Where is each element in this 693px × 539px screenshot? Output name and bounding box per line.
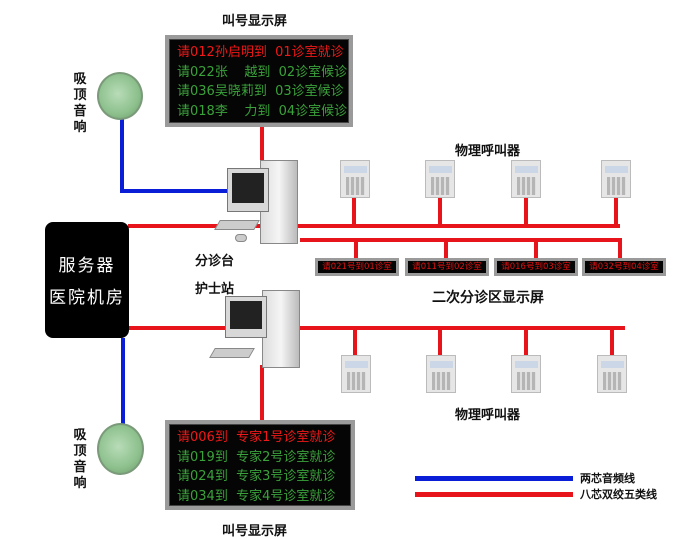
server-label: 服务器 [58, 256, 116, 276]
display-row: 请036吴晓莉到 03诊室候诊 [177, 84, 344, 99]
physical-caller-icon [511, 355, 541, 393]
network-wire [524, 328, 528, 356]
nurse-computer-icon [200, 290, 305, 370]
network-wire [614, 198, 618, 226]
secondary-display-label: 二次分诊区显示屏 [432, 290, 544, 306]
triage-station-label: 分诊台 [195, 254, 235, 269]
network-wire [438, 328, 442, 356]
network-wire [354, 240, 358, 260]
legend-audio-line [415, 476, 573, 481]
network-wire [260, 127, 264, 165]
physical-caller-icon [511, 160, 541, 198]
display-row: 请024到 专家3号诊室就诊 [177, 469, 336, 484]
network-wire [128, 326, 625, 330]
legend-network-label: 八芯双绞五类线 [580, 488, 657, 501]
display-row: 请022张 越到 02诊室候诊 [177, 64, 348, 80]
ceiling-speaker-icon [97, 72, 143, 120]
network-wire [534, 240, 538, 260]
network-wire [438, 198, 442, 226]
audio-wire [120, 189, 232, 193]
display-row: 请034到 专家4号诊室就诊 [177, 488, 336, 504]
secondary-display: 请016号到03诊室 [494, 258, 578, 276]
nurse-station-label: 护士站 [195, 282, 235, 297]
network-wire [260, 365, 264, 422]
network-wire [524, 198, 528, 226]
network-wire [352, 198, 356, 226]
display-row: 请012孙启明到 01诊室就诊 [177, 45, 344, 60]
secondary-display: 请011号到02诊室 [405, 258, 489, 276]
secondary-display: 请021号到01诊室 [315, 258, 399, 276]
display-row: 请018李 力到 04诊室候诊 [177, 103, 348, 119]
physical-caller-icon [341, 355, 371, 393]
network-wire [444, 240, 448, 260]
physical-caller-icon [426, 355, 456, 393]
server-box: 服务器 医院机房 [45, 222, 129, 338]
bottom-call-display: 请006到 专家1号诊室就诊 请019到 专家2号诊室就诊 请024到 专家3号… [165, 420, 355, 510]
network-wire [353, 328, 357, 356]
audio-wire [121, 338, 125, 424]
speaker-label: 吸顶音响 [73, 72, 87, 135]
ceiling-speaker-icon [97, 423, 144, 475]
physical-caller-icon [340, 160, 370, 198]
legend-network-line [415, 492, 573, 497]
network-wire [610, 328, 614, 356]
display-row: 请006到 专家1号诊室就诊 [177, 430, 336, 445]
server-room-label: 医院机房 [49, 288, 125, 308]
network-wire [300, 238, 622, 242]
display-row: 请019到 专家2号诊室就诊 [177, 449, 336, 465]
physical-caller-icon [597, 355, 627, 393]
network-wire [618, 240, 622, 260]
triage-computer-icon [205, 160, 305, 245]
top-display-title: 叫号显示屏 [222, 14, 288, 29]
speaker-label: 吸顶音响 [73, 428, 87, 491]
callers-bottom-label: 物理呼叫器 [455, 408, 521, 423]
physical-caller-icon [425, 160, 455, 198]
legend-audio-label: 两芯音频线 [580, 472, 635, 485]
physical-caller-icon [601, 160, 631, 198]
top-call-display: 请012孙启明到 01诊室就诊 请022张 越到 02诊室候诊 请036吴晓莉到… [165, 35, 353, 127]
audio-wire [120, 118, 124, 192]
network-wire [128, 224, 620, 228]
callers-top-label: 物理呼叫器 [455, 144, 521, 159]
secondary-display: 请032号到04诊室 [582, 258, 666, 276]
bottom-display-title: 叫号显示屏 [222, 524, 288, 539]
